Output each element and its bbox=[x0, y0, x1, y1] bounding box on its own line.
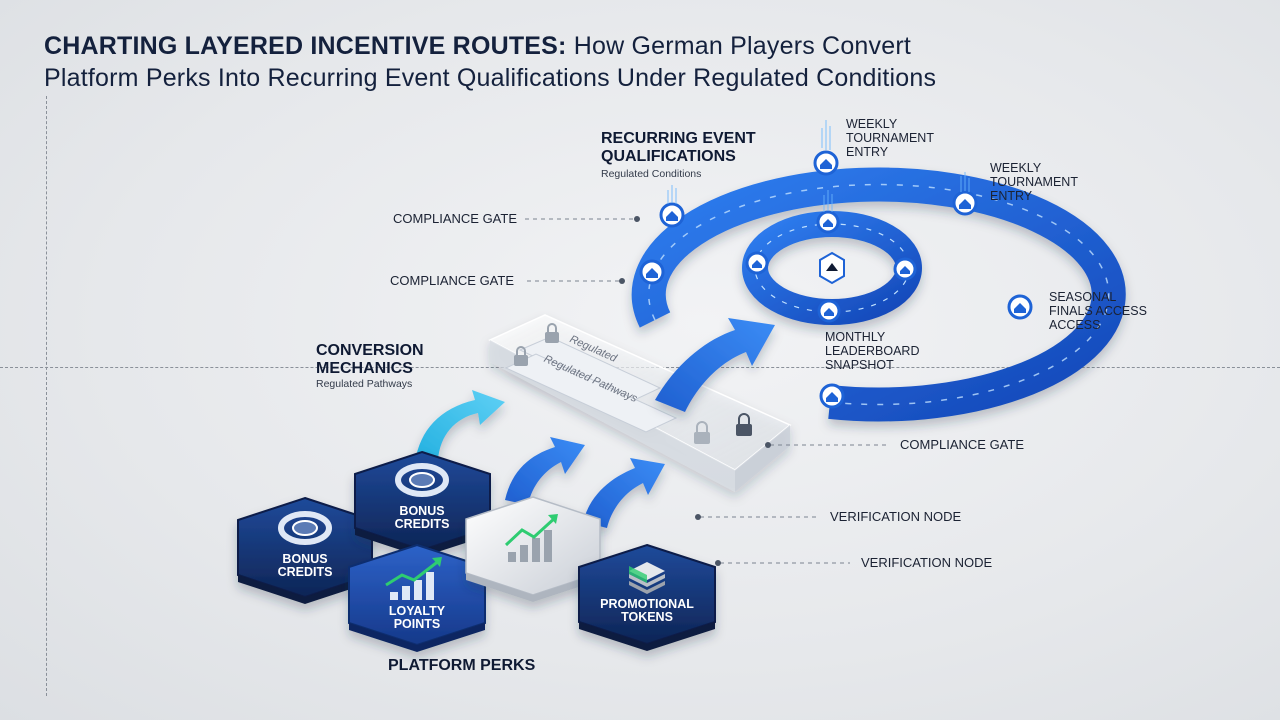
weekly-1-line1: WEEKLY bbox=[846, 117, 898, 131]
bonus-left-line1: BONUS bbox=[282, 552, 328, 566]
arrow-blue-2 bbox=[583, 458, 665, 528]
arrow-light-blue bbox=[415, 390, 505, 462]
arrow-blue-1 bbox=[505, 437, 585, 505]
recurring-title-line1: RECURRING EVENT bbox=[601, 130, 756, 147]
weekly-2-line1: WEEKLY bbox=[990, 161, 1042, 175]
token-stack-icon bbox=[629, 562, 665, 594]
lock-icon bbox=[514, 346, 528, 366]
outer-ring bbox=[631, 167, 1126, 422]
callout-compliance-gate-1: COMPLIANCE GATE bbox=[393, 211, 518, 226]
callout-compliance-gate-2: COMPLIANCE GATE bbox=[390, 273, 515, 288]
recurring-title-line2: QUALIFICATIONS bbox=[601, 148, 736, 165]
callout-verification-node-2: VERIFICATION NODE bbox=[861, 555, 993, 570]
page-title: CHARTING LAYERED INCENTIVE ROUTES: How G… bbox=[44, 30, 1244, 94]
conversion-title: CONVERSION MECHANICS bbox=[316, 342, 424, 378]
title-line2: Platform Perks Into Recurring Event Qual… bbox=[44, 64, 937, 92]
ring-node-house-icon bbox=[952, 190, 978, 216]
callout-leaders bbox=[525, 218, 890, 564]
monthly-line2: LEADERBOARD bbox=[825, 344, 920, 358]
ring-node-house-icon bbox=[819, 383, 845, 409]
hex-label-bonus-credits-top: BONUS CREDITS bbox=[372, 505, 472, 531]
title-bold: CHARTING LAYERED INCENTIVE ROUTES: bbox=[44, 32, 567, 60]
label-weekly-tournament-2: WEEKLY TOURNAMENT ENTRY bbox=[990, 161, 1078, 203]
sparkle-streams bbox=[667, 120, 970, 212]
ring-token-icon bbox=[278, 511, 332, 545]
weekly-2-line3: ENTRY bbox=[990, 189, 1033, 203]
ring-node-house-icon bbox=[813, 150, 839, 176]
platform-perks-title: PLATFORM PERKS bbox=[388, 657, 536, 674]
promo-line2: TOKENS bbox=[621, 610, 673, 624]
ring-node-house-icon bbox=[817, 299, 841, 323]
ring-nodes bbox=[639, 150, 1033, 409]
seasonal-line3: ACCESS bbox=[1049, 318, 1101, 332]
ring-node-house-icon bbox=[816, 210, 840, 234]
arrow-blue-main bbox=[655, 318, 775, 412]
weekly-1-line3: ENTRY bbox=[846, 145, 889, 159]
callout-verification-node-1: VERIFICATION NODE bbox=[830, 509, 962, 524]
recurring-subtitle: Regulated Conditions bbox=[601, 168, 702, 180]
loyalty-line2: POINTS bbox=[393, 617, 441, 631]
bar-chart-icon bbox=[504, 514, 558, 562]
bonus-top-line1: BONUS bbox=[399, 504, 445, 518]
weekly-2-line2: TOURNAMENT bbox=[990, 175, 1078, 189]
bonus-top-line2: CREDITS bbox=[394, 517, 450, 531]
title-rest: How German Players Convert bbox=[566, 32, 911, 60]
vertical-guide-line bbox=[46, 96, 47, 696]
ring-node-house-icon bbox=[893, 257, 917, 281]
conversion-title-line1: CONVERSION bbox=[316, 342, 424, 359]
weekly-1-line2: TOURNAMENT bbox=[846, 131, 934, 145]
label-monthly-leaderboard: MONTHLY LEADERBOARD SNAPSHOT bbox=[825, 330, 919, 372]
lock-icon bbox=[736, 413, 752, 436]
center-hex-icon bbox=[819, 251, 845, 285]
monthly-line1: MONTHLY bbox=[825, 330, 886, 344]
hex-promotional-tokens bbox=[578, 543, 716, 651]
label-seasonal-finals: SEASONAL FINALS ACCESS ACCESS bbox=[1049, 290, 1147, 332]
hex-label-loyalty-points: LOYALTY POINTS bbox=[367, 605, 467, 631]
lock-icon bbox=[694, 421, 710, 444]
conversion-subtitle: Regulated Pathways bbox=[316, 378, 413, 390]
ring-node-house-icon bbox=[1007, 294, 1033, 320]
hex-label-bonus-credits-left: BONUS CREDITS bbox=[255, 553, 355, 579]
ring-node-house-icon bbox=[745, 251, 769, 275]
ring-node-house-icon bbox=[659, 202, 685, 228]
recurring-events-title: RECURRING EVENT QUALIFICATIONS bbox=[601, 130, 756, 166]
seasonal-line1: SEASONAL bbox=[1049, 290, 1117, 304]
callout-compliance-gate-3: COMPLIANCE GATE bbox=[900, 437, 1025, 452]
conversion-glass-panel bbox=[488, 314, 792, 492]
bonus-left-line2: CREDITS bbox=[277, 565, 333, 579]
seasonal-line2: FINALS ACCESS bbox=[1049, 304, 1147, 318]
bar-chart-icon bbox=[385, 557, 442, 600]
ring-token-icon bbox=[395, 463, 449, 497]
monthly-line3: SNAPSHOT bbox=[825, 358, 894, 372]
conversion-title-line2: MECHANICS bbox=[316, 360, 413, 377]
hex-label-promotional-tokens: PROMOTIONAL TOKENS bbox=[587, 598, 707, 624]
ring-node-house-icon bbox=[639, 259, 665, 285]
loyalty-line1: LOYALTY bbox=[388, 604, 446, 618]
promo-line1: PROMOTIONAL bbox=[600, 597, 694, 611]
label-weekly-tournament-1: WEEKLY TOURNAMENT ENTRY bbox=[846, 117, 934, 159]
hex-bonus-credits-left bbox=[237, 496, 373, 604]
lock-icon bbox=[545, 323, 559, 343]
callout-dots bbox=[619, 216, 771, 566]
